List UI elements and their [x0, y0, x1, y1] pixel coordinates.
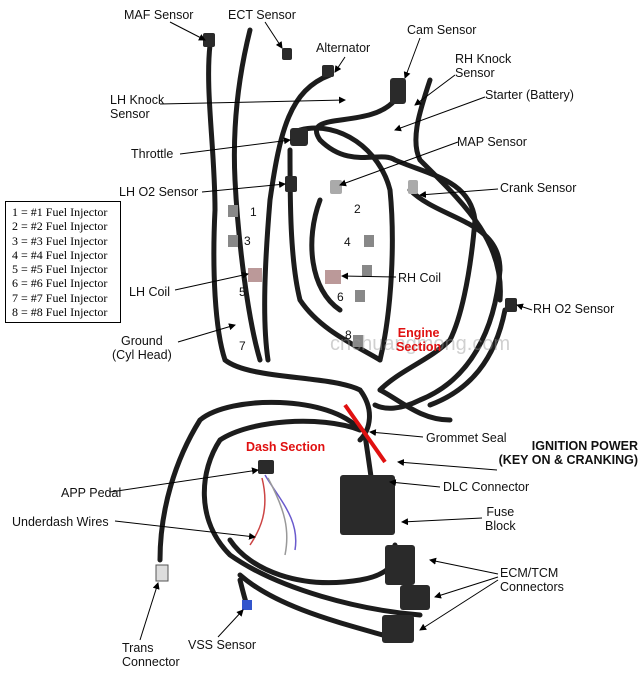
injector-number: 2	[354, 202, 361, 216]
injector-number: 7	[239, 339, 246, 353]
grommet-seal-marker	[343, 403, 387, 464]
label-line: Sensor	[455, 66, 495, 80]
label-line: Connector	[122, 655, 180, 669]
injector-number: 4	[344, 235, 351, 249]
label-lh-coil: LH Coil	[129, 285, 170, 299]
injector-number: 1	[250, 205, 257, 219]
legend-item: 3 = #3 Fuel Injector	[12, 233, 108, 248]
underdash-wire-bundle	[249, 474, 297, 556]
label-lh-o2-sensor: LH O2 Sensor	[119, 185, 199, 199]
label-maf-sensor: MAF Sensor	[124, 8, 194, 22]
legend-item: 6 = #6 Fuel Injector	[12, 276, 108, 291]
label-cam-sensor: Cam Sensor	[407, 23, 477, 37]
label-line: Connectors	[500, 580, 564, 594]
watermark: cnchuangmong.com	[330, 333, 511, 355]
label-line: Sensor	[110, 107, 150, 121]
label-underdash-wires: Underdash Wires	[12, 515, 109, 529]
label-alternator: Alternator	[316, 41, 371, 55]
label-line: (Cyl Head)	[112, 348, 172, 362]
legend-item: 1 = #1 Fuel Injector	[12, 205, 108, 219]
legend-item: 4 = #4 Fuel Injector	[12, 247, 108, 262]
legend-item: 2 = #2 Fuel Injector	[12, 219, 108, 234]
label-line: ECM/TCM	[500, 566, 559, 580]
label-line: LH Knock	[110, 93, 165, 107]
label-dash-section: Dash Section	[246, 440, 326, 454]
label-grommet-seal: Grommet Seal	[426, 431, 507, 445]
label-line: Fuse	[486, 505, 515, 519]
label-rh-coil: RH Coil	[398, 271, 442, 285]
label-vss-sensor: VSS Sensor	[188, 638, 257, 652]
legend-item: 7 = #7 Fuel Injector	[12, 290, 108, 305]
label-map-sensor: MAP Sensor	[457, 135, 527, 149]
injector-number: 6	[337, 290, 344, 304]
label-line: (KEY ON & CRANKING)	[498, 453, 638, 467]
leader-arrows	[109, 21, 533, 641]
legend-item: 5 = #5 Fuel Injector	[12, 262, 108, 277]
injector-number: 3	[244, 234, 251, 248]
label-ect-sensor: ECT Sensor	[228, 8, 296, 22]
label-ground: Ground(Cyl Head)	[112, 334, 172, 362]
label-throttle: Throttle	[131, 147, 174, 161]
label-line: Trans	[122, 641, 154, 655]
label-line: Ground	[121, 334, 163, 348]
label-line: Section	[396, 340, 442, 354]
connectors	[155, 33, 517, 643]
label-line: Engine	[397, 326, 440, 340]
legend-item: 8 = #8 Fuel Injector	[12, 305, 108, 320]
label-line: IGNITION POWER	[531, 439, 638, 453]
injector-number: 5	[239, 285, 246, 299]
injector-number: 8	[345, 328, 352, 342]
label-line: Block	[485, 519, 516, 533]
label-app-pedal: APP Pedal	[61, 486, 122, 500]
label-crank-sensor: Crank Sensor	[500, 181, 577, 195]
label-rh-o2-sensor: RH O2 Sensor	[533, 302, 615, 316]
label-starter: Starter (Battery)	[485, 88, 574, 102]
label-dlc-connector: DLC Connector	[443, 480, 530, 494]
label-ignition-power: IGNITION POWER(KEY ON & CRANKING)	[494, 439, 638, 467]
label-line: RH Knock	[455, 52, 512, 66]
injector-legend: 1 = #1 Fuel Injector 2 = #2 Fuel Injecto…	[5, 201, 121, 324]
